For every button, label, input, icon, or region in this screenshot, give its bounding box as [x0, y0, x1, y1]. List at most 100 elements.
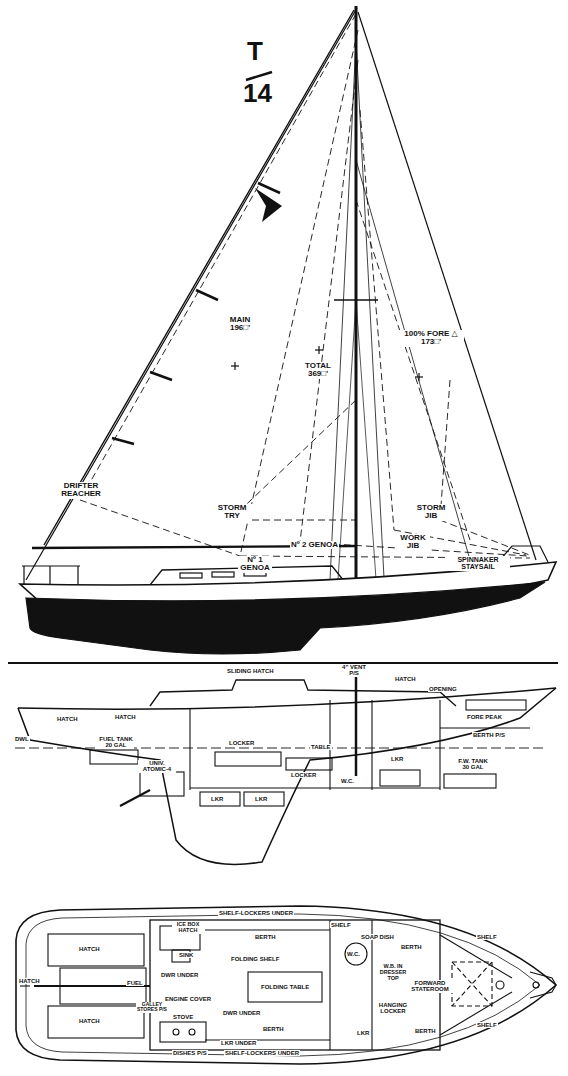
part-label: LKR	[210, 796, 224, 802]
part-label: GALLEY STORES P/S	[136, 1002, 168, 1013]
sail-plan-stroke	[330, 40, 356, 580]
sail-plan-stroke	[26, 582, 545, 654]
accommodation-plan-stroke	[48, 934, 144, 966]
part-label: FORWARD STATEROOM	[406, 980, 454, 993]
sail-plan-stroke-stroke	[440, 380, 450, 520]
part-label: DRIFTER REACHER	[56, 482, 106, 499]
part-label: BERTH	[400, 944, 423, 950]
part-label: LOCKER	[228, 740, 255, 746]
sail-plan-stroke-stroke	[394, 530, 526, 555]
sail-plan	[8, 6, 558, 663]
sail-plan-stroke	[22, 565, 80, 566]
part-label: DWL	[14, 736, 30, 742]
sail-plan-stroke-stroke	[440, 520, 532, 556]
part-label: LOCKER	[290, 772, 317, 778]
part-label: DWR UNDER	[160, 972, 199, 978]
accommodation-plan-stroke	[452, 962, 492, 1006]
sail-plan-stroke	[8, 662, 558, 664]
accommodation-plan-stroke	[452, 962, 492, 1006]
accommodation-plan-stroke	[440, 935, 512, 978]
sail-plan-stroke	[77, 566, 78, 587]
accommodation-plan-stroke	[16, 906, 556, 1064]
inboard-profile-stroke	[355, 672, 358, 776]
part-label: FOLDING TABLE	[260, 984, 310, 990]
inboard-profile-stroke	[371, 700, 372, 790]
part-label: UNIV. ATOMIC-4	[138, 760, 176, 773]
inboard-profile-stroke	[15, 748, 545, 749]
part-label: SHELF	[476, 934, 498, 940]
accommodation-plan-stroke	[48, 1006, 144, 1038]
sail-plan-stroke	[338, 300, 356, 580]
accommodation-plan-stroke	[530, 972, 556, 998]
sail-plan-stroke	[196, 290, 218, 300]
sail-plan-stroke	[334, 299, 378, 301]
sail-plan-stroke	[44, 10, 354, 545]
part-label: HATCH	[78, 1018, 101, 1024]
part-label: BERTH	[254, 934, 277, 940]
sail-plan-stroke	[80, 14, 532, 558]
accommodation-plan-stroke	[452, 962, 492, 1006]
part-label: TOTAL 369□'	[300, 362, 336, 379]
inboard-profile-stroke	[18, 688, 556, 709]
part-label: SOAP DISH	[360, 934, 395, 940]
sail-number: 14	[242, 80, 273, 107]
part-label: W.B. IN DRESSER TOP	[376, 964, 410, 981]
part-label: LKR UNDER	[220, 1040, 257, 1046]
part-label: TABLE	[310, 744, 332, 750]
inboard-profile-stroke	[150, 680, 456, 706]
sail-plan-stroke-stroke	[360, 110, 394, 530]
part-label: LKR	[254, 796, 268, 802]
accommodation-plan-stroke	[496, 981, 504, 989]
accommodation-plan-stroke	[160, 1022, 206, 1042]
part-label: SLIDING HATCH	[226, 668, 275, 674]
inboard-profile-stroke	[439, 700, 440, 790]
accommodation-plan-stroke	[329, 920, 330, 1050]
accommodation-plan-stroke	[345, 943, 367, 965]
part-label: HATCH	[56, 716, 79, 722]
inboard-profile-stroke	[200, 792, 240, 806]
sail-plan-stroke	[49, 566, 50, 586]
sail-plan-stroke	[318, 346, 319, 354]
part-label: BERTH	[262, 1026, 285, 1032]
part-label: SHELF	[330, 922, 352, 928]
part-label: FOLDING SHELF	[230, 956, 280, 962]
sail-plan-stroke-stroke	[80, 14, 356, 500]
part-label: STORM JIB	[414, 504, 448, 521]
sail-plan-stroke	[246, 72, 272, 80]
part-label: BERTH P/S	[472, 732, 506, 738]
part-label: Nº 2 GENOA	[290, 541, 339, 549]
part-label: MAIN 196□'	[224, 316, 256, 333]
sail-plan-stroke	[255, 188, 282, 222]
sail-plan-stroke	[212, 572, 234, 577]
sail-plan-stroke-stroke	[240, 30, 358, 556]
sail-plan-stroke	[112, 438, 134, 444]
inboard-profile-stroke	[286, 758, 332, 770]
accommodation-plan-stroke	[173, 1029, 179, 1035]
inboard-profile-stroke	[90, 750, 138, 764]
sail-plan-stroke	[355, 6, 358, 582]
part-label: 100% FORE △ 173□'	[398, 330, 464, 347]
part-label: STOVE	[172, 1014, 194, 1020]
inboard-profile-stroke	[190, 787, 440, 788]
sail-plan-stroke	[356, 40, 384, 578]
inboard-profile-stroke	[120, 790, 150, 806]
accommodation-plan-stroke	[189, 1029, 195, 1035]
part-label: FUEL	[126, 980, 144, 986]
inboard-profile-stroke	[18, 688, 556, 864]
accommodation-plan-stroke	[440, 992, 512, 1035]
part-label: LKR	[390, 756, 404, 762]
sail-plan-stroke	[150, 372, 172, 380]
part-label: SHELF-LOCKERS UNDER	[224, 1050, 300, 1056]
sail-plan-stroke	[23, 566, 24, 584]
part-label: ICE BOX HATCH	[172, 922, 204, 934]
part-label: FORE PEAK	[466, 714, 503, 720]
sail-plan-stroke	[356, 300, 376, 579]
part-label: WORK JIB	[396, 534, 430, 551]
part-label: W.C.	[346, 951, 361, 957]
part-label: HATCH	[18, 978, 41, 984]
inboard-profile-stroke	[440, 727, 530, 728]
part-label: F.W. TANK 30 GAL	[456, 758, 490, 771]
sail-plan-stroke-stroke	[230, 400, 356, 520]
part-label: HATCH	[114, 714, 137, 720]
part-label: FUEL TANK 20 GAL	[98, 736, 134, 749]
